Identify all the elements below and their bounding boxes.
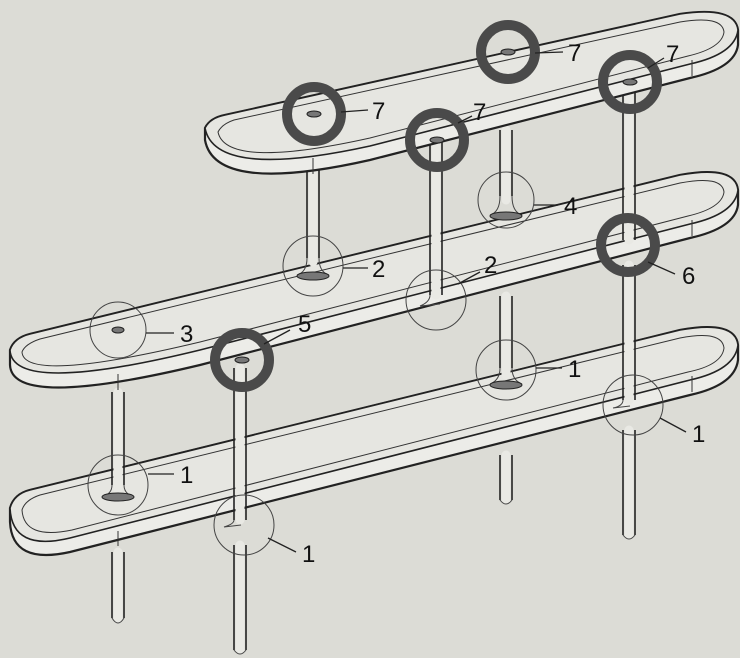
highlight-rings [210, 20, 662, 392]
legs [111, 425, 636, 655]
callout-number: 5 [298, 311, 311, 338]
callout-number: 6 [682, 263, 695, 290]
callout-number: 1 [568, 356, 581, 383]
callout-number: 3 [180, 321, 193, 348]
callout-number: 2 [372, 256, 385, 283]
callout-number: 4 [564, 193, 577, 220]
callout-number: 1 [180, 462, 193, 489]
middle-shelf [8, 171, 740, 390]
detail-circles [87, 171, 664, 556]
callout-number: 1 [302, 541, 315, 568]
callout-number: 7 [666, 41, 679, 68]
callout-number: 7 [568, 40, 581, 67]
callout-number: 2 [484, 252, 497, 279]
callout-number: 1 [692, 421, 705, 448]
callout-number: 7 [473, 99, 486, 126]
callout-labels: 7 7 7 7 4 2 2 6 3 5 1 1 1 1 [180, 40, 705, 568]
callout-number: 7 [372, 98, 385, 125]
leader-lines [146, 51, 687, 553]
bottom-shelf [8, 326, 740, 557]
